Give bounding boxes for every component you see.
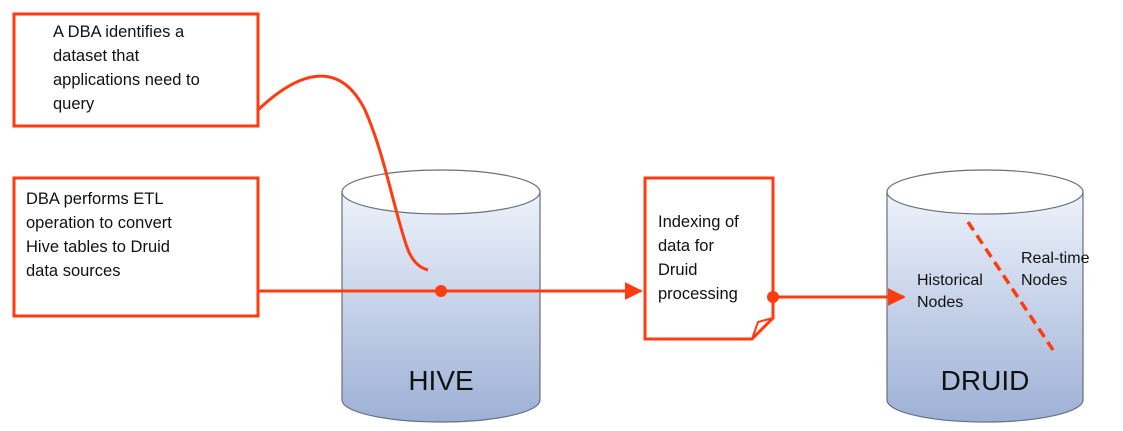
callout-identify-dataset: A DBA identifies a dataset that applicat… — [53, 23, 200, 113]
druid-cylinder — [886, 169, 1084, 423]
indexing-document-shape — [643, 176, 775, 341]
indexing-connection-dot — [767, 291, 779, 303]
historical-nodes-label: Historical Nodes — [917, 272, 983, 311]
callout-box-identify — [12, 12, 260, 128]
indexing-label: Indexing of data for Druid processing — [658, 213, 739, 303]
hive-title: HIVE — [408, 365, 474, 396]
connector-curve — [256, 74, 429, 272]
document-fold-corner — [751, 317, 774, 340]
realtime-nodes-label: Real-time Nodes — [1021, 250, 1090, 289]
callout-box-etl — [12, 176, 260, 318]
druid-node-separator — [966, 221, 1055, 351]
hive-connection-dot — [435, 285, 447, 297]
druid-title: DRUID — [940, 365, 1030, 396]
callout-etl-operation: DBA performs ETL operation to convert Hi… — [26, 190, 172, 280]
hive-cylinder — [341, 169, 541, 423]
